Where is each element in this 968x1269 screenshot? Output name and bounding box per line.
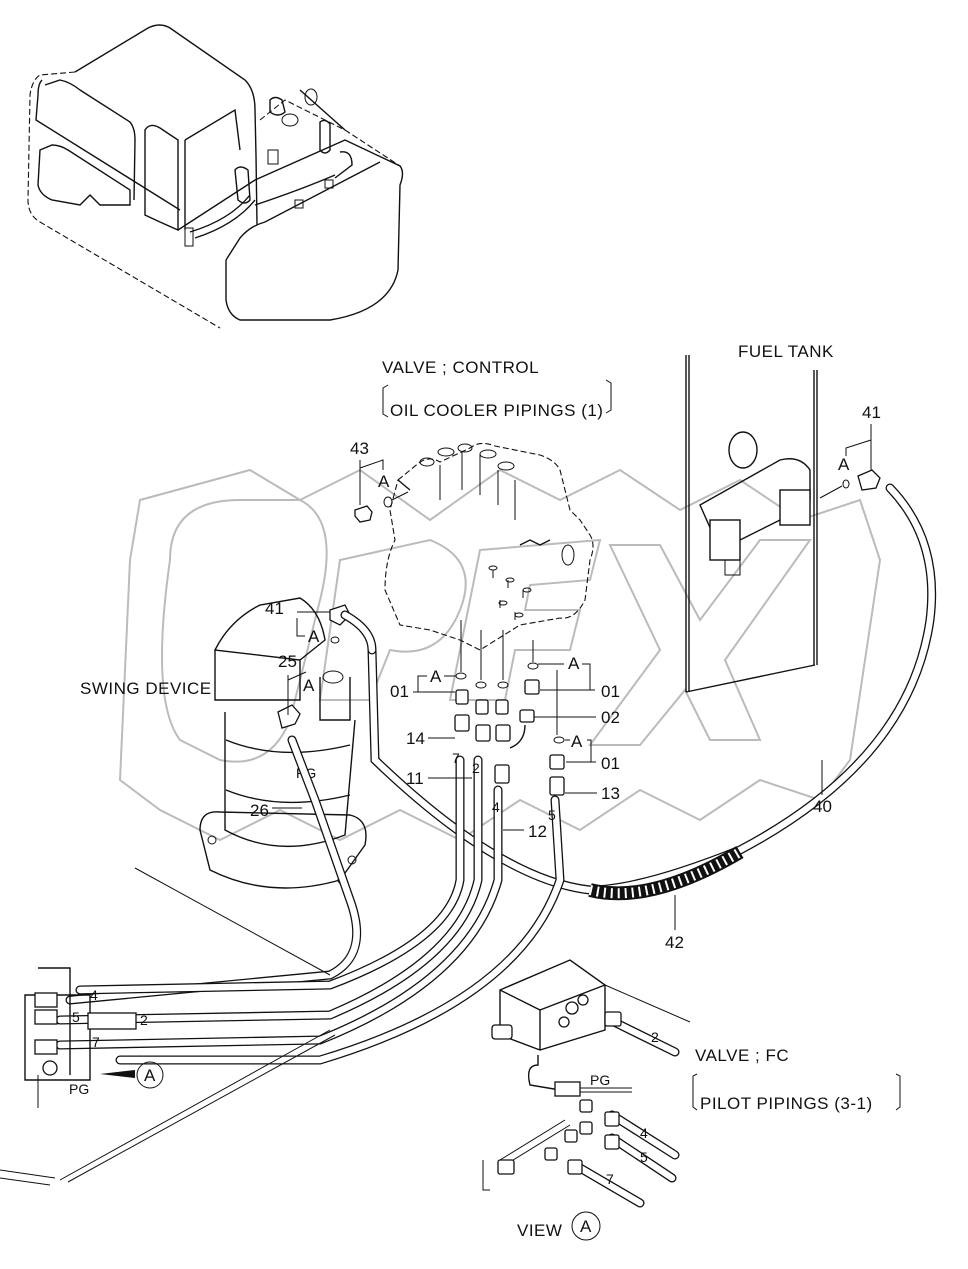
oring-marker-a: A: [378, 472, 390, 491]
part-number-40: 40: [813, 797, 832, 816]
hose-label-4: 4: [492, 799, 500, 815]
oring-marker-a-swing-1: A: [308, 627, 320, 646]
part-number-12: 12: [528, 822, 547, 841]
view-a-label-7: 7: [606, 1171, 614, 1187]
fittings-cluster: 01 A A 01 02 A 01 14 7 2 11 4 12 5 13 40…: [390, 620, 832, 952]
manifold-label-4: 4: [90, 987, 98, 1003]
view-arrow: [100, 1070, 135, 1078]
view-a-label-2: 2: [651, 1029, 659, 1045]
view-a-marker: A: [580, 1217, 592, 1236]
hose-label-5: 5: [548, 807, 556, 823]
hose-label-7: 7: [452, 750, 460, 766]
part-number-01-lower: 01: [601, 754, 620, 773]
oring-marker-a-left: A: [430, 667, 442, 686]
part-number-26: 26: [250, 801, 269, 820]
part-number-02: 02: [601, 708, 620, 727]
control-valve-title: VALVE ; CONTROL: [382, 358, 539, 377]
ground-lines: [0, 867, 336, 1186]
manifold-label-5: 5: [72, 1009, 80, 1025]
view-a-label-4: 4: [640, 1125, 648, 1141]
control-valve: VALVE ; CONTROL OIL COOLER PIPINGS (1) 4…: [350, 358, 612, 651]
hoses: [55, 483, 937, 1065]
left-manifold: 4 5 2 7 PG A: [24, 967, 164, 1108]
part-number-14: 14: [406, 729, 425, 748]
watermark-logo: [118, 468, 882, 842]
part-number-41-swing: 41: [265, 599, 284, 618]
fuel-tank-title: FUEL TANK: [738, 342, 834, 361]
oring-marker-a-tank: A: [838, 455, 850, 474]
part-number-11: 11: [406, 769, 424, 788]
part-number-43: 43: [350, 439, 369, 458]
part-number-41-tank: 41: [862, 403, 881, 422]
oring-marker-a-right: A: [568, 654, 580, 673]
excavator-overview: [27, 24, 404, 329]
swing-device-title: SWING DEVICE: [80, 679, 212, 698]
part-number-13: 13: [601, 784, 620, 803]
part-number-42: 42: [665, 933, 684, 952]
view-a-label-5: 5: [640, 1149, 648, 1165]
fc-valve-title: VALVE ; FC: [695, 1046, 789, 1065]
view-a-fc-valve: 2 VALVE ; FC PILOT PIPINGS (3-1) PG 4 5 …: [482, 959, 901, 1241]
view-marker-a-callout: A: [144, 1066, 156, 1085]
oring-marker-a-swing-2: A: [303, 676, 315, 695]
part-number-01-left: 01: [390, 682, 409, 701]
manifold-label-7: 7: [92, 1034, 100, 1050]
hose-label-2: 2: [472, 760, 480, 776]
fuel-tank: FUEL TANK 41 A: [685, 342, 881, 693]
fc-valve-reference: PILOT PIPINGS (3-1): [700, 1094, 873, 1113]
swing-device: SWING DEVICE 41 A 25 A 26 PG: [80, 597, 367, 889]
view-a-label: VIEW: [517, 1221, 562, 1240]
manifold-label-2: 2: [140, 1012, 148, 1028]
manifold-label-pg: PG: [69, 1081, 89, 1097]
view-a-label-pg: PG: [590, 1072, 610, 1088]
part-number-01-right: 01: [601, 682, 620, 701]
oring-marker-a-lower: A: [571, 732, 583, 751]
control-valve-reference: OIL COOLER PIPINGS (1): [390, 401, 603, 420]
part-number-25: 25: [278, 652, 297, 671]
